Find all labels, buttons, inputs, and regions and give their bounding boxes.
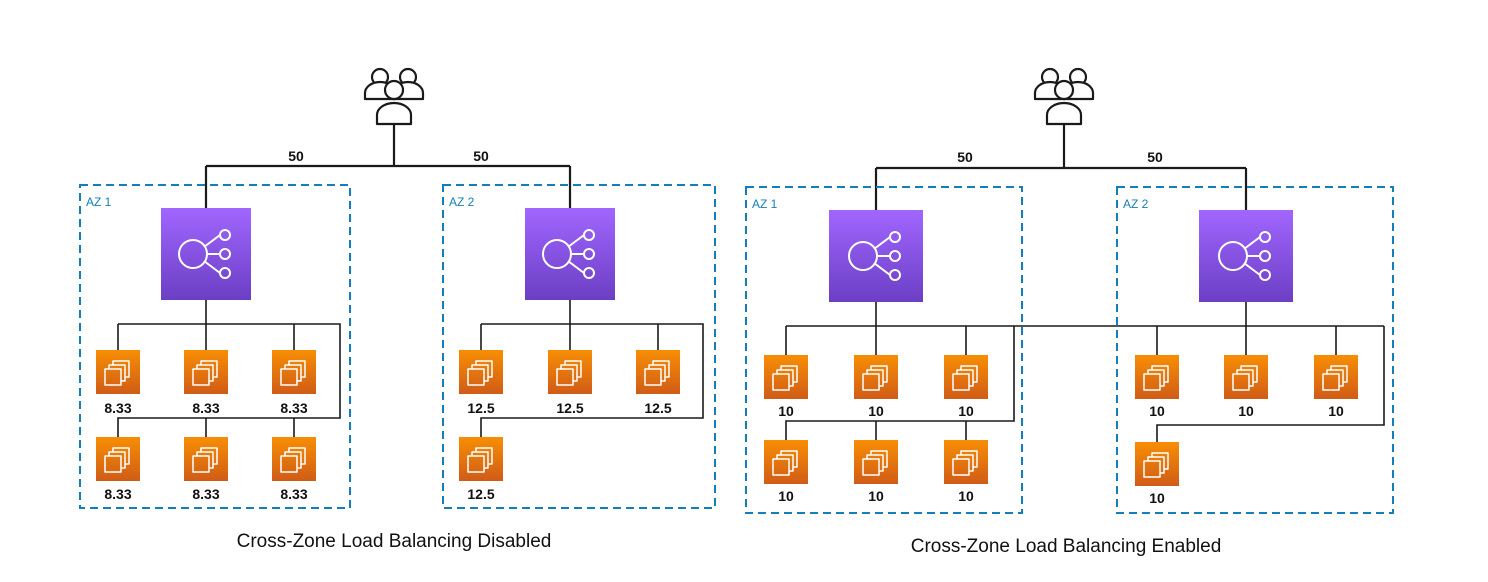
- availability-zone-1: [79, 184, 351, 509]
- instance-traffic-value: 8.33: [280, 400, 307, 416]
- instance-traffic-value: 10: [1328, 403, 1344, 419]
- instance-traffic-value: 10: [958, 488, 974, 504]
- users-group-icon: [363, 67, 425, 126]
- instance-traffic-value: 8.33: [104, 486, 131, 502]
- ec2-instance-icon: [459, 350, 503, 394]
- instance-traffic-value: 10: [1149, 490, 1165, 506]
- instance-traffic-value: 12.5: [556, 400, 583, 416]
- instance-traffic-value: 8.33: [192, 400, 219, 416]
- diagram-caption: Cross-Zone Load Balancing Enabled: [911, 536, 1222, 557]
- instance-traffic-value: 10: [1149, 403, 1165, 419]
- az1-label: AZ 1: [752, 197, 778, 211]
- ec2-instance-icon: [944, 440, 988, 484]
- az2-label: AZ 2: [449, 195, 475, 209]
- traffic-label-az2: 50: [473, 148, 489, 164]
- instance-traffic-value: 12.5: [467, 486, 494, 502]
- az2-label: AZ 2: [1123, 197, 1149, 211]
- ec2-instance-icon: [96, 437, 140, 481]
- availability-zone-1: [745, 186, 1023, 514]
- traffic-wires: [874, 125, 1248, 210]
- ec2-instance-icon: [944, 355, 988, 399]
- traffic-label-az1: 50: [288, 148, 304, 164]
- load-balancer-icon: [161, 208, 251, 300]
- ec2-instance-icon: [272, 350, 316, 394]
- ec2-instance-icon: [764, 355, 808, 399]
- traffic-label-az2: 50: [1147, 149, 1163, 165]
- ec2-instance-icon: [636, 350, 680, 394]
- availability-zone-2: [442, 184, 716, 509]
- ec2-instance-icon: [459, 437, 503, 481]
- ec2-instance-icon: [1135, 442, 1179, 486]
- diagram-enabled: 50 50 AZ 1 AZ 2: [745, 67, 1394, 557]
- traffic-wires: [204, 125, 572, 208]
- ec2-instance-icon: [272, 437, 316, 481]
- ec2-instance-icon: [1224, 355, 1268, 399]
- ec2-instance-icon: [548, 350, 592, 394]
- diagram-caption: Cross-Zone Load Balancing Disabled: [237, 531, 552, 552]
- ec2-instance-icon: [1314, 355, 1358, 399]
- instance-traffic-value: 10: [958, 403, 974, 419]
- instance-traffic-value: 12.5: [644, 400, 671, 416]
- load-balancer-icon: [525, 208, 615, 300]
- ec2-instance-icon: [1135, 355, 1179, 399]
- instance-traffic-value: 8.33: [104, 400, 131, 416]
- load-balancer-icon: [829, 210, 923, 302]
- instance-traffic-value: 10: [778, 488, 794, 504]
- ec2-instance-icon: [854, 440, 898, 484]
- instance-traffic-value: 8.33: [192, 486, 219, 502]
- users-group-icon: [1033, 67, 1095, 126]
- ec2-instance-icon: [184, 350, 228, 394]
- traffic-label-az1: 50: [957, 149, 973, 165]
- instance-traffic-value: 10: [1238, 403, 1254, 419]
- instance-traffic-value: 8.33: [280, 486, 307, 502]
- ec2-instance-icon: [96, 350, 140, 394]
- ec2-instance-icon: [184, 437, 228, 481]
- load-balancer-icon: [1199, 210, 1293, 302]
- instance-wires: [117, 300, 704, 437]
- instance-traffic-value: 10: [778, 403, 794, 419]
- diagram-disabled: 50 50 AZ 1 AZ 2: [79, 67, 716, 552]
- availability-zone-2: [1116, 186, 1394, 514]
- instance-traffic-value: 12.5: [467, 400, 494, 416]
- ec2-instance-icon: [764, 440, 808, 484]
- instance-traffic-value: 10: [868, 403, 884, 419]
- az1-label: AZ 1: [86, 195, 112, 209]
- ec2-instance-icon: [854, 355, 898, 399]
- instance-wires: [785, 302, 1385, 442]
- instance-traffic-value: 10: [868, 488, 884, 504]
